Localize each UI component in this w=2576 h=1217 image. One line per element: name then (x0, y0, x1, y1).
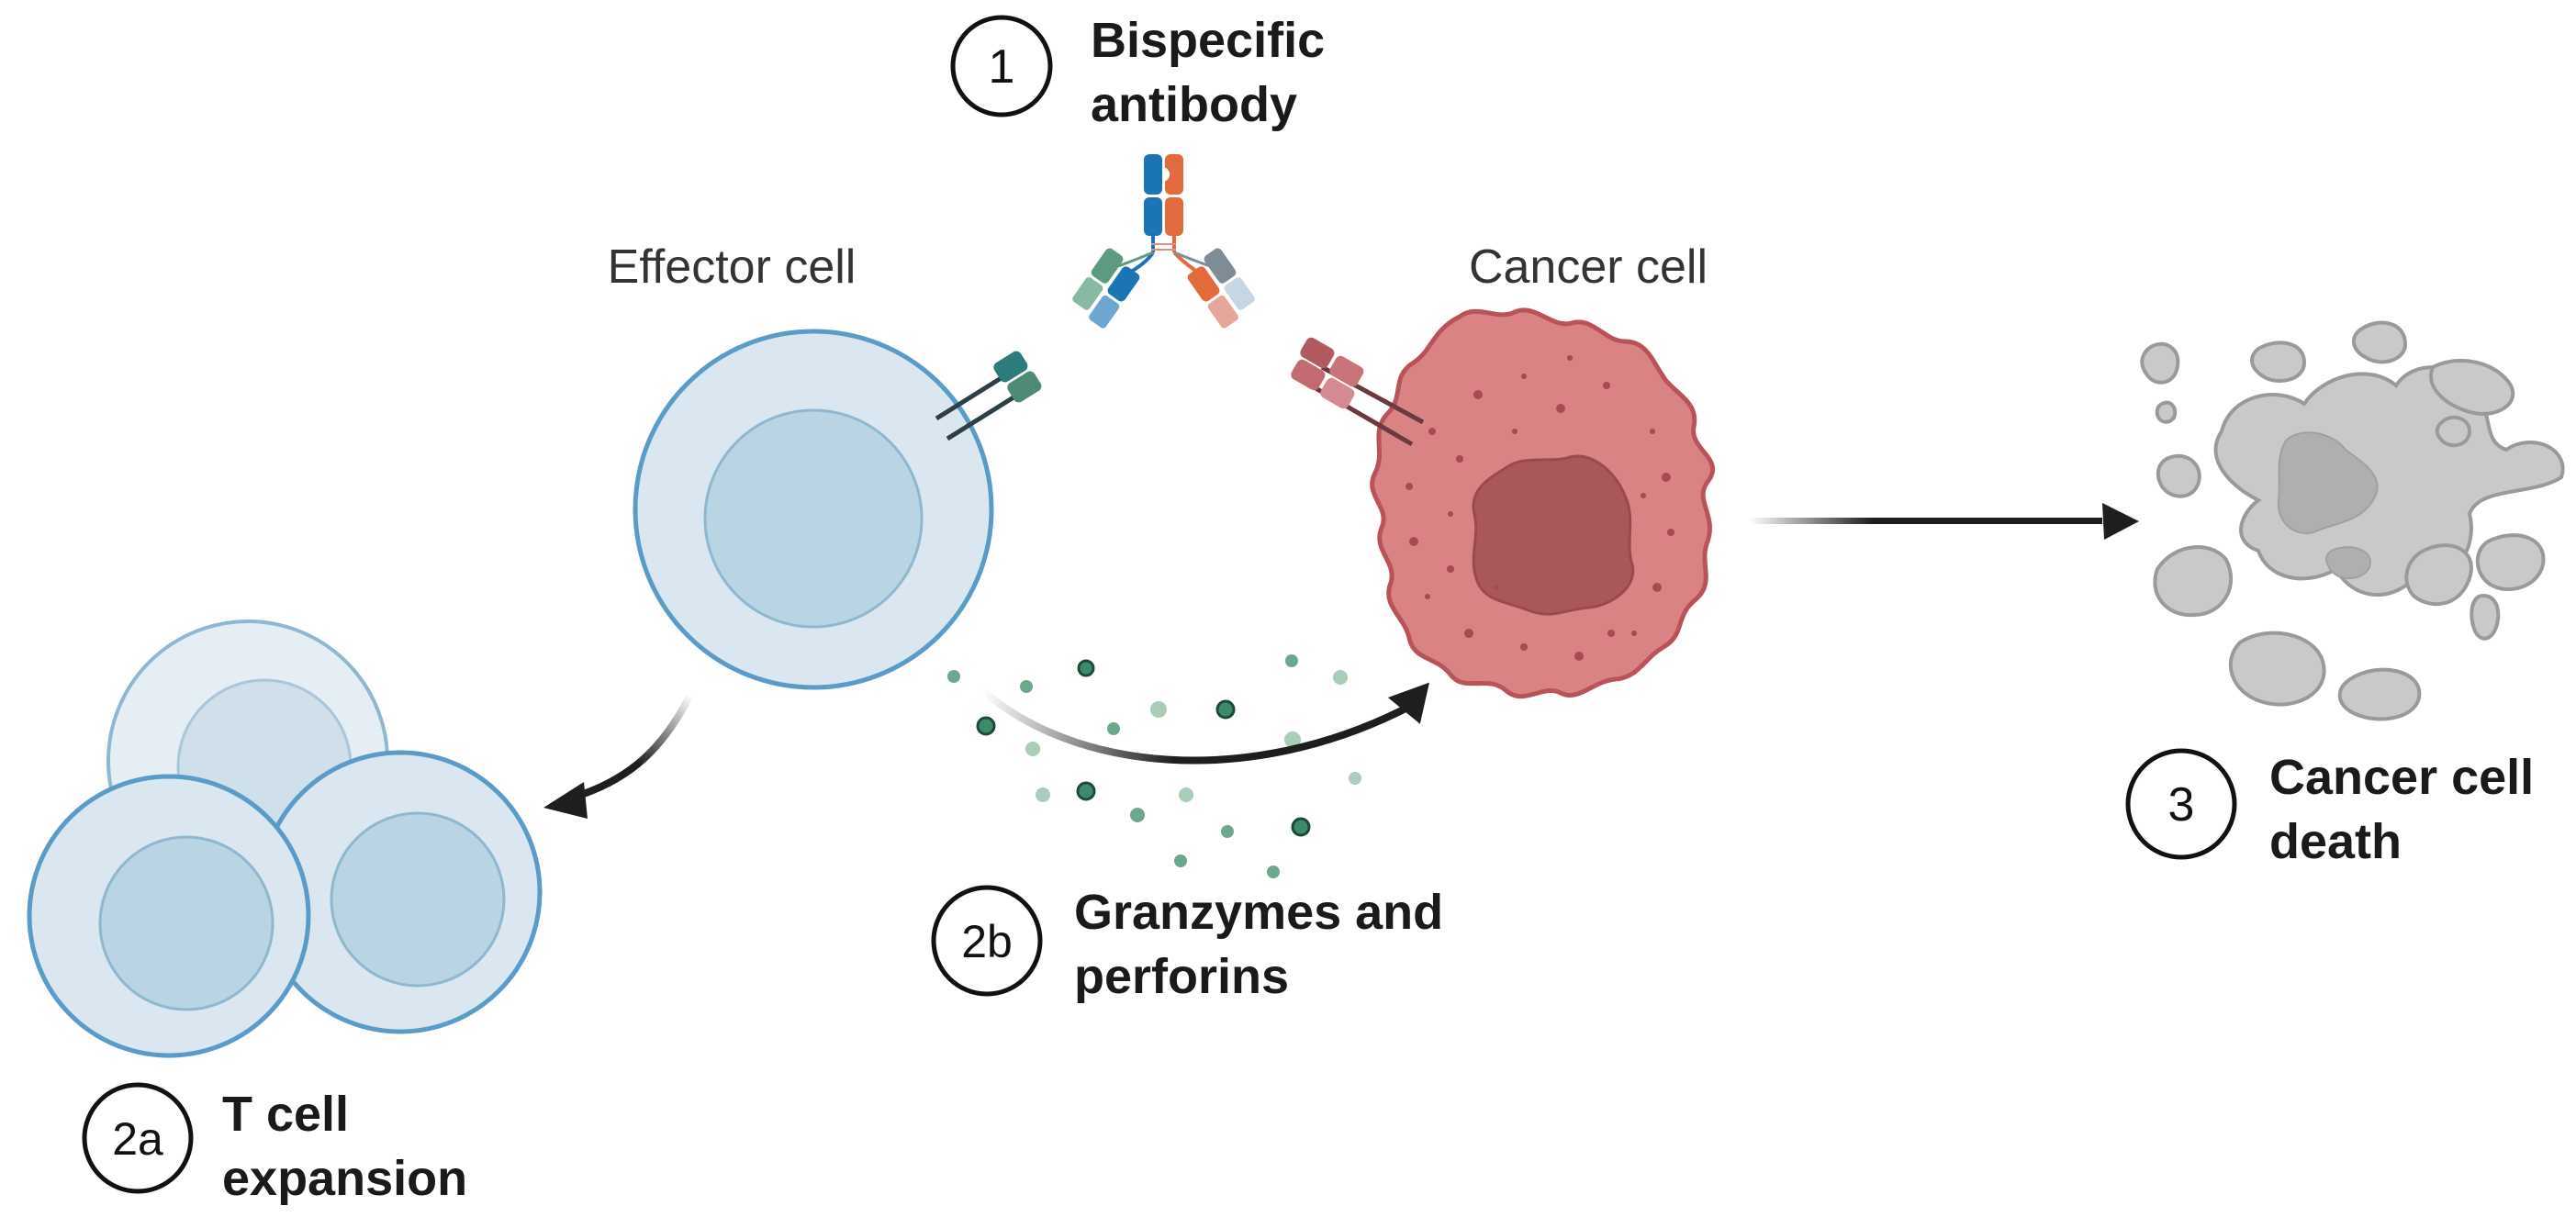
step-1-label-line1: Bispecific (1091, 13, 1325, 68)
effector-cell (633, 329, 994, 690)
cancer-cell-label: Cancer cell (1469, 240, 1708, 294)
arrow-to-t-cell-expansion (543, 693, 694, 819)
step-2b-number: 2b (961, 916, 1013, 967)
expanded-t-cells (27, 620, 543, 1058)
cancer-cell (1370, 307, 1716, 699)
step-2b-badge: 2b (931, 885, 1043, 997)
cancer-antigen-icon (1291, 337, 1425, 447)
step-2a-badge: 2a (82, 1082, 194, 1194)
step-3-label-line2: death (2269, 814, 2402, 869)
dead-cancer-cell (2140, 320, 2565, 721)
t-cell-left (27, 774, 311, 1058)
step-1-label-line2: antibody (1091, 77, 1297, 132)
step-3-label-line1: Cancer cell (2269, 750, 2534, 805)
arrow-to-cancer-cell (980, 682, 1429, 765)
t-cell-right (258, 750, 543, 1034)
step-2b-label-line2: perforins (1074, 949, 1289, 1004)
step-2a-number: 2a (112, 1113, 163, 1165)
step-3-badge: 3 (2125, 748, 2237, 860)
step-1-badge: 1 (950, 15, 1053, 117)
effector-cell-label: Effector cell (608, 240, 857, 294)
dead-cell-nucleus (2277, 431, 2379, 580)
granzyme-granules (947, 654, 1361, 878)
effector-receptor-icon (935, 351, 1042, 441)
arrow-to-cell-death (1749, 503, 2139, 540)
step-3-number: 3 (2168, 778, 2195, 832)
step-2a-label-line1: T cell (222, 1087, 349, 1142)
step-2b-label-line1: Granzymes and (1074, 885, 1443, 940)
step-1-number: 1 (989, 40, 1015, 94)
bispecific-antibody-icon (1072, 154, 1255, 329)
step-2a-label-line2: expansion (222, 1151, 467, 1206)
